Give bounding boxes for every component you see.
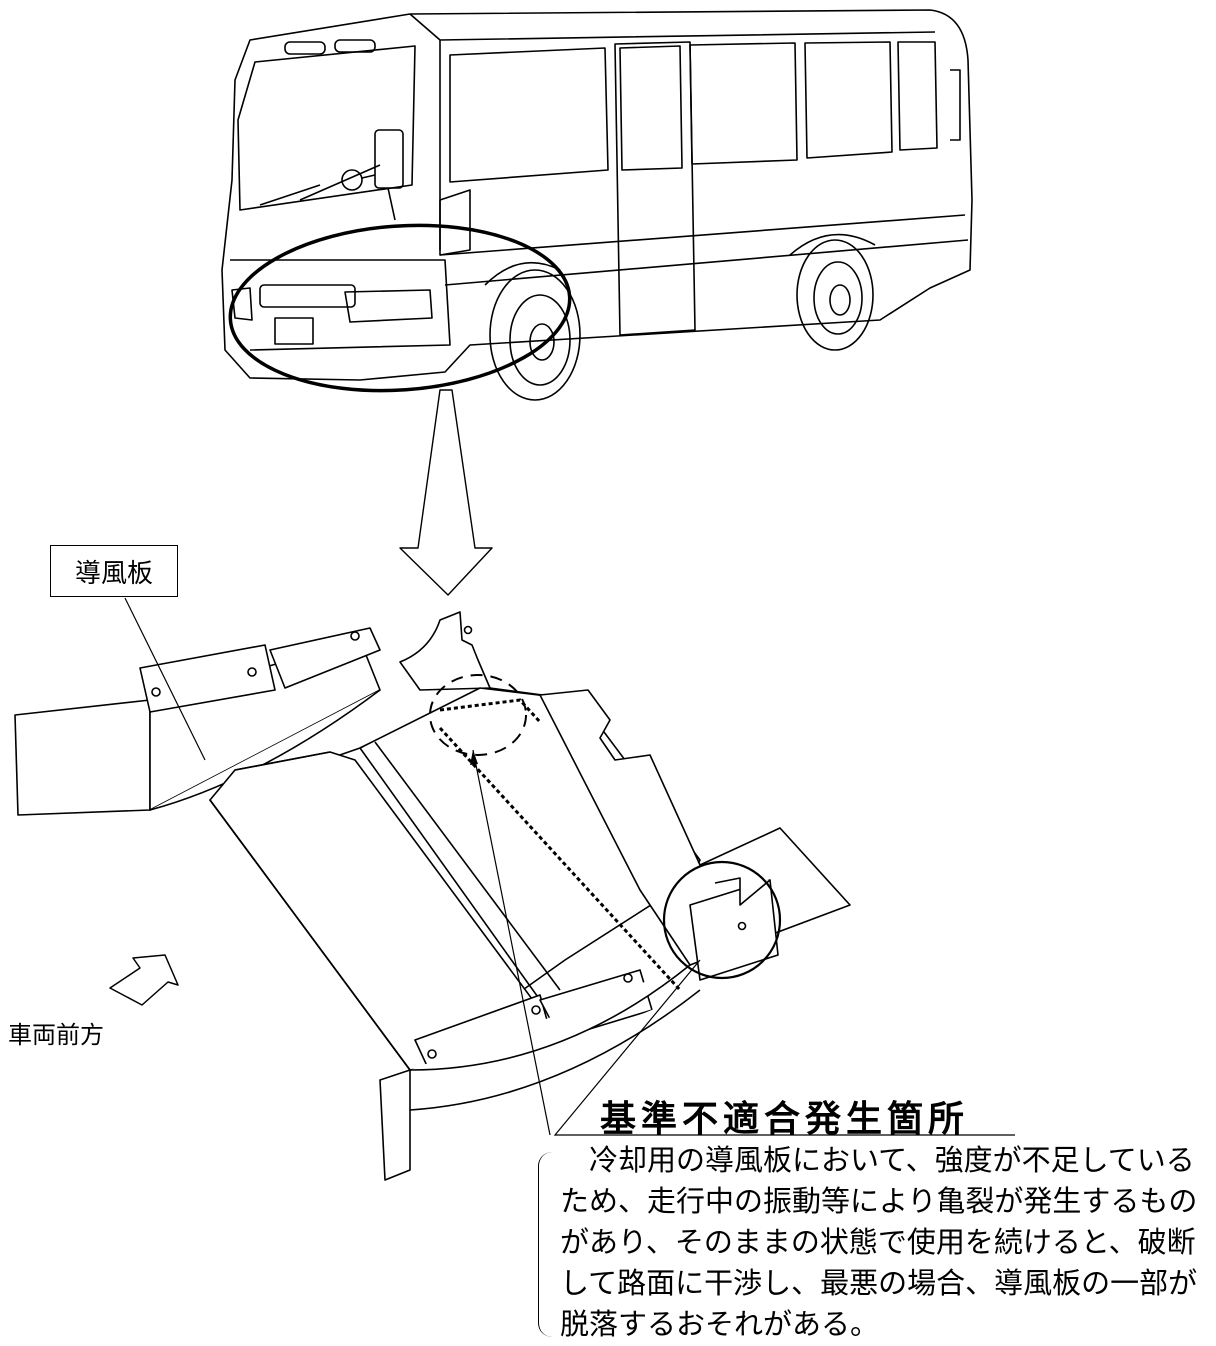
description-line: があり、そのままの状態で使用を続けると、破断 [560, 1225, 1196, 1259]
bus-headlight-left [231, 287, 253, 321]
bus-front-wheel [484, 262, 581, 401]
upright-tab [399, 611, 491, 691]
deflector-left-flap [14, 699, 151, 816]
bracket-top-mid [269, 627, 381, 689]
bus-grille [259, 284, 356, 308]
bus-windshield [237, 45, 416, 211]
crack-lines [438, 698, 682, 992]
defect-leader-bracket [553, 959, 1015, 1136]
description-line: ため、走行中の振動等により亀裂が発生するもの [560, 1184, 1198, 1218]
bracket-highlight-circle [662, 860, 782, 980]
highlight-ellipse [228, 223, 572, 393]
defect-leader-crack [472, 749, 551, 1136]
bus-door-window [619, 45, 683, 171]
crack-highlight-circle [429, 674, 527, 756]
vehicle-front-arrow [109, 954, 179, 1006]
part-label-text: 導風板 [74, 558, 153, 589]
vehicle-front-label: 車両前方 [8, 1021, 104, 1049]
bus-illustration [221, 9, 973, 401]
bus-window-3 [804, 41, 893, 159]
defect-location-title: 基準不適合発生箇所 [600, 1099, 970, 1140]
part-label-leader [124, 597, 206, 761]
description-line: 脱落するおそれがある。 [560, 1307, 880, 1341]
down-arrow [399, 389, 493, 596]
description-line: 冷却用の導風板において、強度が不足している [560, 1143, 1195, 1177]
bus-body [221, 9, 973, 381]
bracket-top-left [139, 644, 276, 713]
bus-window-1 [449, 47, 609, 183]
deflector-assembly [14, 611, 851, 1181]
bus-door [614, 41, 696, 336]
defect-description: 冷却用の導風板において、強度が不足している ため、走行中の振動等により亀裂が発生… [560, 1140, 1200, 1345]
description-line: して路面に干渉し、最悪の場合、導風板の一部が [560, 1266, 1198, 1300]
part-label: 導風板 [50, 545, 178, 597]
bus-plate [274, 317, 314, 345]
bus-window-2 [689, 42, 798, 165]
bus-rear-wheel [789, 233, 876, 351]
bus-headlight-right [344, 289, 433, 323]
description-bracket [538, 1152, 553, 1337]
bus-window-4 [897, 41, 938, 151]
deflector-bottom-flap [379, 1069, 411, 1181]
